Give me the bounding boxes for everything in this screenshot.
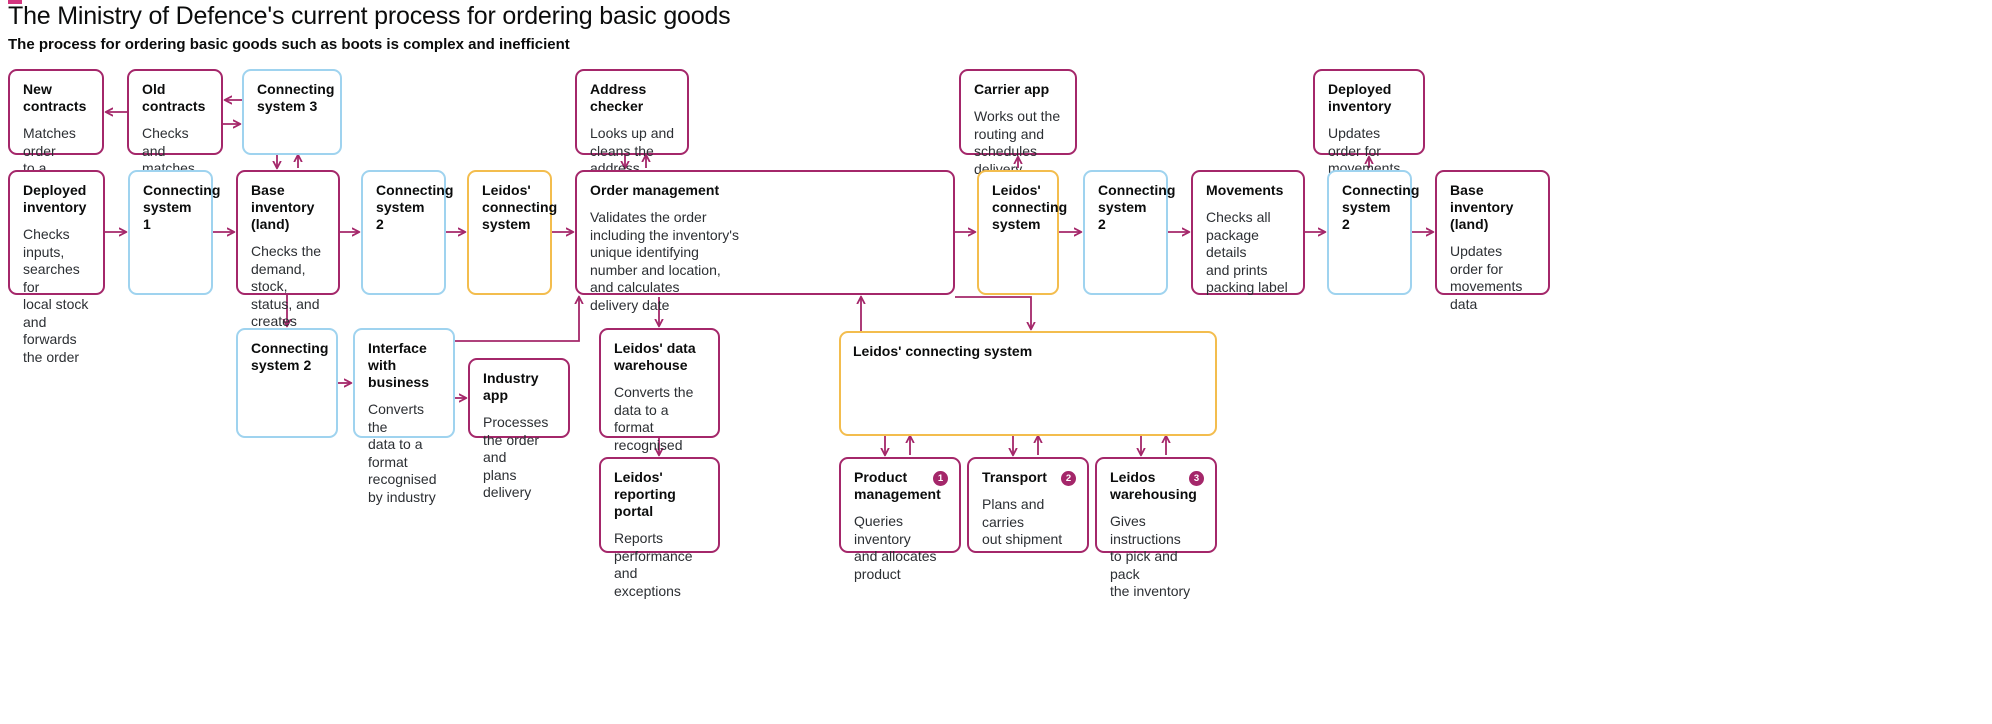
node-title: Leidos' data warehouse: [614, 340, 696, 373]
node-title: Connecting system 3: [257, 81, 335, 114]
node-connecting-system-1[interactable]: Connecting system 1: [128, 170, 221, 295]
node-title: Connecting system 2: [1342, 182, 1420, 232]
node-title: Deployed inventory: [23, 182, 87, 215]
node-base-inventory-land[interactable]: Base inventory (land)Checks the demand, …: [236, 170, 340, 364]
node-title: Deployed inventory: [1328, 81, 1392, 114]
node-description: Gives instructions to pick and pack the …: [1110, 513, 1191, 599]
node-title: Interface with business: [368, 340, 430, 390]
node-title: Base inventory (land): [251, 182, 315, 232]
node-title: Connecting system 2: [1098, 182, 1176, 232]
node-leidos-connecting-a[interactable]: Leidos' connecting system: [467, 170, 558, 295]
node-leidos-connecting-b[interactable]: Leidos' connecting system: [977, 170, 1068, 295]
node-description: Validates the order including the invent…: [590, 209, 739, 313]
node-connecting-system-2b[interactable]: Connecting system 2: [1083, 170, 1176, 295]
group-title: Leidos' connecting system: [853, 343, 1033, 359]
node-connecting-system-2c[interactable]: Connecting system 2: [1327, 170, 1420, 295]
node-title: Industry app: [483, 370, 539, 403]
node-title: Connecting system 2: [251, 340, 329, 373]
node-badge: 2: [1061, 471, 1076, 486]
node-connecting-system-2a[interactable]: Connecting system 2: [361, 170, 454, 295]
page-title: The Ministry of Defence's current proces…: [8, 2, 731, 30]
node-description: Plans and carries out shipment: [982, 496, 1063, 547]
page-subtitle: The process for ordering basic goods suc…: [8, 36, 570, 53]
node-title: Connecting system 1: [143, 182, 221, 232]
node-title: Base inventory (land): [1450, 182, 1514, 232]
node-title: Connecting system 2: [376, 182, 454, 232]
node-title: Product management: [854, 469, 941, 502]
node-description: Updates order for movements data: [1450, 243, 1523, 312]
node-description: Reports performance and exceptions: [614, 530, 693, 599]
node-title: Leidos warehousing: [1110, 469, 1197, 502]
node-title: Leidos' reporting portal: [614, 469, 676, 519]
group-leidos-connecting-group: Leidos' connecting system: [839, 331, 1217, 436]
node-badge: 3: [1189, 471, 1204, 486]
node-title: Old contracts: [142, 81, 206, 114]
node-description: Checks all package details and prints pa…: [1206, 209, 1288, 295]
node-description: Works out the routing and schedules deli…: [974, 108, 1061, 177]
node-description: Converts the data to a format recognised…: [368, 401, 437, 505]
node-title: Movements: [1206, 182, 1284, 198]
node-title: Leidos' connecting system: [992, 182, 1068, 232]
node-title: New contracts: [23, 81, 87, 114]
node-badge: 1: [933, 471, 948, 486]
node-title: Order management: [590, 182, 720, 198]
node-description: Queries inventory and allocates product: [854, 513, 937, 582]
node-title: Carrier app: [974, 81, 1050, 97]
node-connecting-system-3[interactable]: Connecting system 3: [242, 69, 342, 155]
node-title: Transport: [982, 469, 1048, 485]
node-description: Checks inputs, searches for local stock …: [23, 226, 89, 365]
node-base-inventory-right[interactable]: Base inventory (land) Updates order for m…: [1435, 170, 1550, 312]
node-connecting-system-2d[interactable]: Connecting system 2: [236, 328, 338, 438]
top-marker: [8, 0, 22, 4]
node-description: Processes the order and plans delivery: [483, 414, 549, 500]
node-title: Leidos' connecting system: [482, 182, 558, 232]
node-title: Address checker: [590, 81, 647, 114]
